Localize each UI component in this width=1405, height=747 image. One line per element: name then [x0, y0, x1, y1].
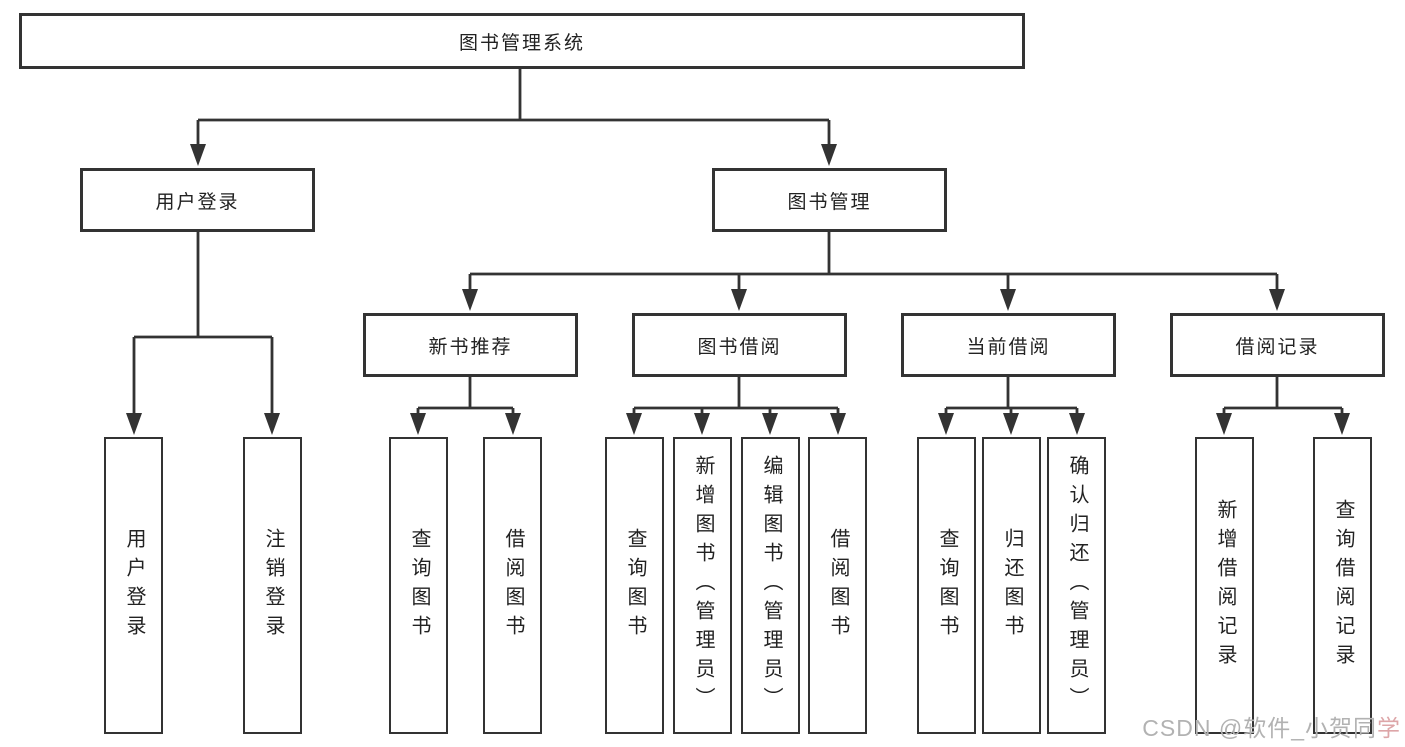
leaf-confirm-return-admin: 确认归还（管理员）	[1047, 437, 1106, 734]
leaf-query-books-recommend: 查询图书	[389, 437, 448, 734]
leaf-return-books-label: 归还图书	[1001, 527, 1023, 644]
node-current-borrowing: 当前借阅	[901, 313, 1116, 377]
arrowheads	[126, 144, 1350, 435]
leaf-user-login: 用户登录	[104, 437, 163, 734]
node-user-login: 用户登录	[80, 168, 315, 232]
leaf-borrow-books-recommend: 借阅图书	[483, 437, 542, 734]
leaf-query-books-borrow: 查询图书	[605, 437, 664, 734]
leaf-edit-books-admin: 编辑图书（管理员）	[741, 437, 800, 734]
leaf-query-borrow-record: 查询借阅记录	[1313, 437, 1372, 734]
leaf-logout: 注销登录	[243, 437, 302, 734]
leaf-add-borrow-record-label: 新增借阅记录	[1214, 498, 1236, 673]
csdn-watermark-main: CSDN @软件_小贺同	[1142, 715, 1377, 741]
leaf-borrow-books-label: 借阅图书	[827, 527, 849, 644]
leaf-add-books-admin-label: 新增图书（管理员）	[692, 455, 714, 716]
leaf-add-borrow-record: 新增借阅记录	[1195, 437, 1254, 734]
leaf-add-books-admin: 新增图书（管理员）	[673, 437, 732, 734]
leaf-edit-books-admin-label: 编辑图书（管理员）	[760, 455, 782, 716]
leaf-query-borrow-record-label: 查询借阅记录	[1332, 498, 1354, 673]
leaf-user-login-label: 用户登录	[123, 527, 145, 644]
leaf-borrow-books-recommend-label: 借阅图书	[502, 527, 524, 644]
leaf-logout-label: 注销登录	[262, 527, 284, 644]
node-library-management-system: 图书管理系统	[19, 13, 1025, 69]
leaf-confirm-return-admin-label: 确认归还（管理员）	[1066, 455, 1088, 716]
leaf-query-books-current-label: 查询图书	[936, 527, 958, 644]
node-book-management: 图书管理	[712, 168, 947, 232]
csdn-watermark: CSDN @软件_小贺同学	[1142, 709, 1401, 743]
leaf-borrow-books: 借阅图书	[808, 437, 867, 734]
node-new-book-recommendation: 新书推荐	[363, 313, 578, 377]
leaf-query-books-recommend-label: 查询图书	[408, 527, 430, 644]
csdn-watermark-accent: 学	[1377, 715, 1401, 741]
leaf-return-books: 归还图书	[982, 437, 1041, 734]
node-book-borrowing: 图书借阅	[632, 313, 847, 377]
node-borrowing-records: 借阅记录	[1170, 313, 1385, 377]
leaf-query-books-borrow-label: 查询图书	[624, 527, 646, 644]
leaf-query-books-current: 查询图书	[917, 437, 976, 734]
